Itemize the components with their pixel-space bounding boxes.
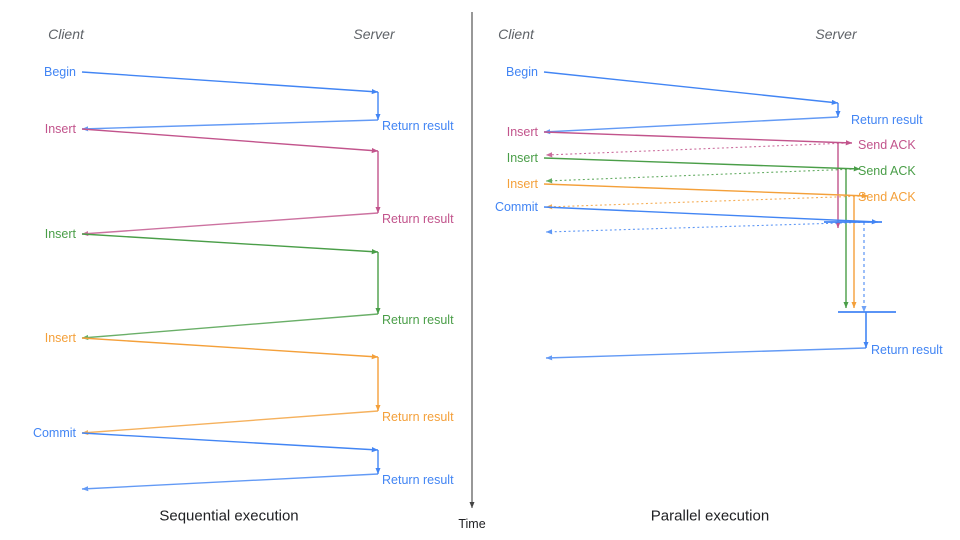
message-label-sequential-3: Return result xyxy=(382,211,454,226)
message-label-parallel-1: Return result xyxy=(851,112,923,127)
reply-arrow-sequential-0 xyxy=(81,119,379,132)
request-arrow-parallel-3 xyxy=(543,183,869,199)
message-label-sequential-4: Insert xyxy=(44,226,76,241)
message-label-parallel-7: Send ACK xyxy=(858,189,916,204)
request-arrow-parallel-4 xyxy=(543,206,879,225)
message-label-parallel-3: Send ACK xyxy=(858,137,916,152)
lane-header-server-sequential: Server xyxy=(353,26,395,42)
request-arrow-sequential-1 xyxy=(81,128,379,154)
message-label-parallel-5: Send ACK xyxy=(858,163,916,178)
request-arrow-parallel-1 xyxy=(543,131,853,146)
message-label-parallel-4: Insert xyxy=(506,150,538,165)
message-label-sequential-1: Return result xyxy=(382,118,454,133)
message-label-sequential-6: Insert xyxy=(44,330,76,345)
lane-header-client-sequential: Client xyxy=(48,26,84,42)
request-arrow-parallel-2 xyxy=(543,157,861,172)
message-label-parallel-8: Commit xyxy=(494,199,538,214)
message-label-parallel-0: Begin xyxy=(506,64,538,79)
ack-arrow-parallel-3 xyxy=(545,195,865,210)
lane-header-client-parallel: Client xyxy=(498,26,534,42)
ack-arrow-parallel-4 xyxy=(545,221,875,235)
message-label-parallel-9: Return result xyxy=(871,342,943,357)
message-label-sequential-7: Return result xyxy=(382,409,454,424)
time-axis-label: Time xyxy=(458,517,486,531)
ack-arrow-parallel-1 xyxy=(545,142,849,158)
panel-caption-sequential: Sequential execution xyxy=(159,507,299,525)
request-arrow-sequential-2 xyxy=(81,233,379,255)
request-arrow-sequential-0 xyxy=(81,71,379,95)
reply-arrow-sequential-3 xyxy=(81,410,379,436)
message-label-sequential-8: Commit xyxy=(32,425,76,440)
message-label-sequential-9: Return result xyxy=(382,472,454,487)
reply-arrow-sequential-1 xyxy=(81,212,379,237)
lane-header-server-parallel: Server xyxy=(815,26,857,42)
request-arrow-sequential-4 xyxy=(81,432,379,453)
message-label-parallel-2: Insert xyxy=(506,124,538,139)
reply-arrow-sequential-4 xyxy=(81,473,379,492)
final-reply-arrow-parallel xyxy=(545,347,867,361)
ack-arrow-parallel-2 xyxy=(545,168,857,184)
message-label-sequential-0: Begin xyxy=(44,64,76,79)
request-arrow-parallel-0 xyxy=(543,71,839,105)
message-label-parallel-6: Insert xyxy=(506,176,538,191)
panel-caption-parallel: Parallel execution xyxy=(650,507,770,525)
message-label-sequential-5: Return result xyxy=(382,312,454,327)
message-label-sequential-2: Insert xyxy=(44,121,76,136)
reply-arrow-sequential-2 xyxy=(81,313,379,341)
reply-arrow-parallel-0 xyxy=(543,116,839,135)
request-arrow-sequential-3 xyxy=(81,337,379,360)
